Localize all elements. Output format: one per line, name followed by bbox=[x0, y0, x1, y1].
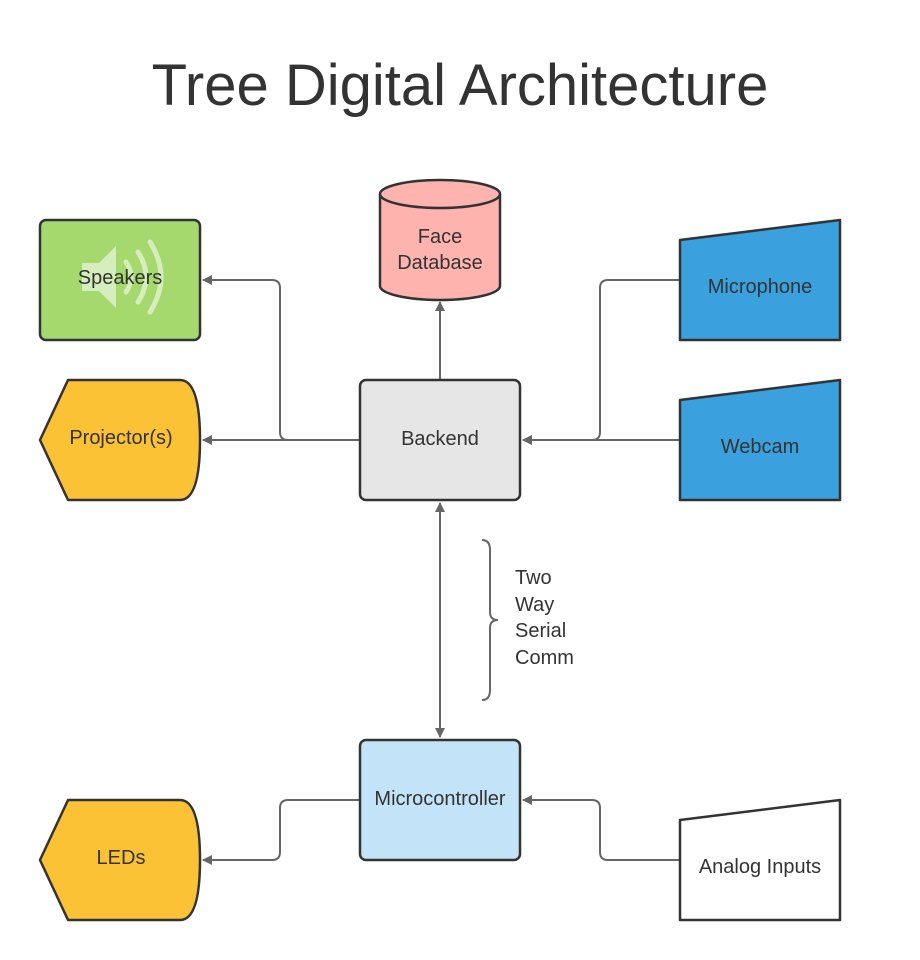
annotation-line4: Comm bbox=[515, 647, 574, 669]
face-database-label-line1: Face bbox=[418, 226, 462, 248]
node-speakers: Speakers bbox=[38, 218, 202, 342]
backend-label: Backend bbox=[401, 428, 479, 450]
node-microphone: Microphone bbox=[678, 218, 842, 342]
edge-microcontroller-to-leds bbox=[202, 799, 360, 865]
node-projectors: Projector(s) bbox=[38, 378, 202, 502]
node-face-database: Face Database bbox=[378, 178, 502, 302]
serial-comm-annotation: Two Way Serial Comm bbox=[481, 539, 574, 701]
analog-inputs-label: Analog Inputs bbox=[699, 856, 821, 878]
projectors-label: Projector(s) bbox=[69, 427, 172, 449]
edge-microphone-to-backend bbox=[522, 279, 680, 445]
annotation-line1: Two bbox=[515, 567, 552, 589]
microcontroller-label: Microcontroller bbox=[374, 788, 505, 810]
node-leds: LEDs bbox=[38, 798, 202, 922]
node-analog-inputs: Analog Inputs bbox=[678, 798, 842, 922]
diagram-title: Tree Digital Architecture bbox=[151, 53, 769, 118]
leds-label: LEDs bbox=[97, 847, 146, 869]
node-webcam: Webcam bbox=[678, 378, 842, 502]
annotation-line2: Way bbox=[515, 594, 554, 616]
face-database-label-line2: Database bbox=[397, 252, 483, 274]
speakers-label: Speakers bbox=[78, 267, 163, 289]
edge-backend-to-speakers bbox=[202, 275, 360, 441]
node-backend: Backend bbox=[358, 378, 522, 502]
microphone-label: Microphone bbox=[708, 276, 813, 298]
speaker-icon bbox=[82, 239, 164, 315]
node-microcontroller: Microcontroller bbox=[358, 738, 522, 862]
edges bbox=[202, 275, 680, 865]
annotation-line3: Serial bbox=[515, 620, 566, 642]
webcam-label: Webcam bbox=[721, 436, 800, 458]
edge-analog-inputs-to-microcontroller bbox=[522, 795, 680, 861]
